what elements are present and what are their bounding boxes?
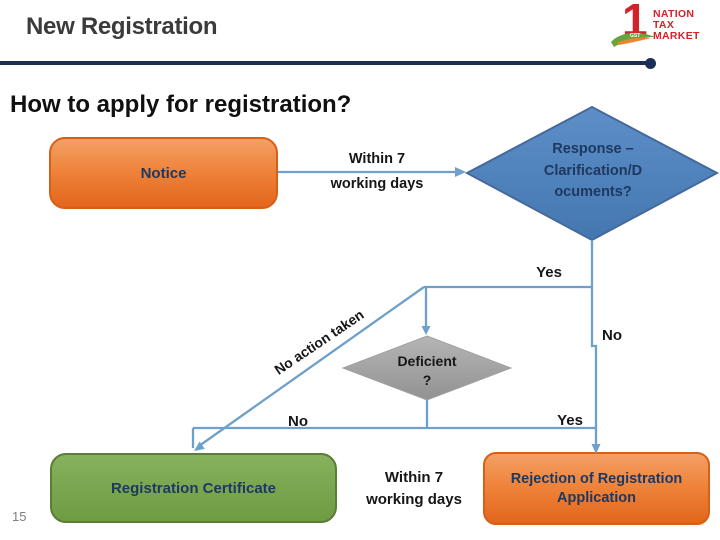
deficient-diamond-label: Deficient ?	[397, 353, 457, 388]
registration-certificate-box: Registration Certificate	[50, 453, 337, 523]
rejection-box-label: Rejection of Registration Application	[510, 470, 683, 506]
arrowhead-into-response	[455, 167, 466, 177]
notice-box-label: Notice	[140, 164, 187, 182]
page-title: How to apply for registration?	[10, 91, 352, 118]
label-no-deficient: No	[288, 413, 308, 430]
logo-word-market: MARKET	[653, 30, 700, 42]
arrowhead-into-certificate	[194, 441, 205, 451]
label-no-response: No	[602, 327, 622, 344]
label-no-action-taken: No action taken	[271, 306, 367, 378]
header-divider-line	[0, 61, 651, 65]
response-diamond-label: Response – Clarification/D ocuments?	[543, 141, 643, 200]
logo-leaf-swoosh-icon	[611, 32, 655, 47]
header-divider-dot	[645, 58, 656, 69]
slide-page-number: 15	[12, 509, 27, 524]
gst-logo: 1 GST NATION TAX MARKET	[611, 0, 716, 56]
arrowhead-into-deficient	[421, 326, 431, 335]
logo-word-tax: TAX	[653, 19, 675, 31]
rejection-box: Rejection of Registration Application	[483, 452, 710, 525]
label-within-7-days-top: Within 7 working days	[330, 151, 424, 192]
label-within-7-days-bottom: Within 7 working days	[366, 469, 462, 508]
logo-wordmark: NATION TAX MARKET	[653, 9, 700, 42]
logo-word-nation: NATION	[653, 8, 695, 20]
label-yes-deficient: Yes	[557, 412, 583, 429]
registration-certificate-label: Registration Certificate	[110, 479, 277, 497]
slide-header-title: New Registration	[26, 13, 218, 40]
logo-gst-text: GST	[630, 33, 641, 39]
notice-box: Notice	[49, 137, 278, 209]
label-yes-response: Yes	[536, 264, 562, 281]
logo-orange-stripe	[617, 37, 651, 45]
